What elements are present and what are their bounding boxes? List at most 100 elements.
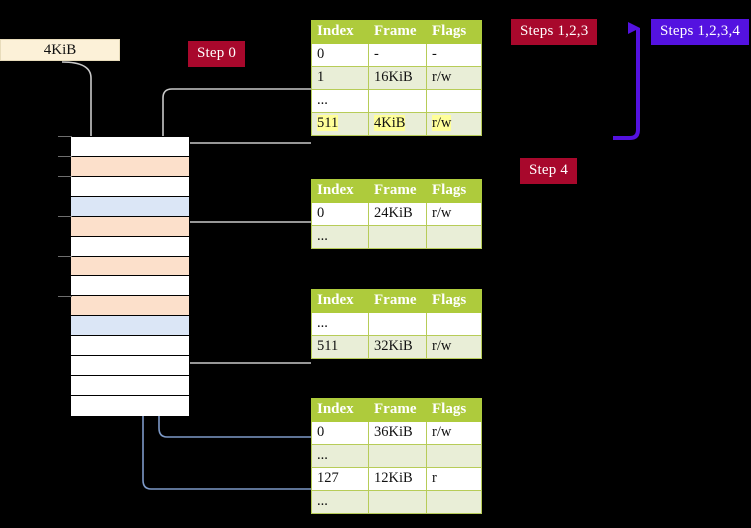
memory-frame-2 — [71, 176, 189, 197]
table-row: ... — [311, 89, 482, 113]
column-header-flags: Flags — [426, 20, 482, 44]
table-row: 0-- — [311, 43, 482, 67]
table-row: ... — [311, 490, 482, 514]
memory-tick — [58, 176, 72, 177]
column-header-index: Index — [311, 398, 369, 422]
cell-frame: 16KiB — [368, 66, 427, 90]
column-header-index: Index — [311, 179, 369, 203]
step0-badge: Step 0 — [188, 41, 246, 67]
memory-frame-3 — [71, 196, 189, 217]
cell-index: ... — [311, 89, 369, 113]
memory-tick — [58, 136, 72, 137]
memory-frame-5 — [71, 236, 189, 257]
cell-index: 127 — [311, 467, 369, 491]
steps1234-label: Steps 1,2,3,4 — [660, 23, 741, 39]
cell-flags — [426, 312, 482, 336]
memory-frame-8 — [71, 296, 189, 317]
cell-flags — [426, 444, 482, 468]
table-row: ... — [311, 312, 482, 336]
memory-frame-7 — [71, 276, 189, 297]
column-header-frame: Frame — [368, 20, 427, 44]
cell-index: 1 — [311, 66, 369, 90]
cell-frame: 12KiB — [368, 467, 427, 491]
column-header-frame: Frame — [368, 398, 427, 422]
memory-tick — [58, 296, 72, 297]
steps123-badge: Steps 1,2,3 — [511, 19, 598, 45]
cell-frame — [368, 444, 427, 468]
steps1234-badge: Steps 1,2,3,4 — [651, 19, 750, 45]
column-header-index: Index — [311, 20, 369, 44]
cell-frame — [368, 312, 427, 336]
cell-frame — [368, 490, 427, 514]
cell-frame — [368, 89, 427, 113]
memory-tick — [58, 216, 72, 217]
cell-frame: 32KiB — [368, 335, 427, 359]
cell-flags: r/w — [426, 202, 482, 226]
cell-index: 0 — [311, 43, 369, 67]
step4-label: Step 4 — [529, 162, 569, 178]
steps123-label: Steps 1,2,3 — [520, 23, 589, 39]
column-header-flags: Flags — [426, 398, 482, 422]
cell-flags — [426, 89, 482, 113]
cell-flags: r — [426, 467, 482, 491]
cell-index: 0 — [311, 421, 369, 445]
cell-frame: 4KiB — [368, 112, 427, 136]
physical-memory-column — [70, 136, 190, 416]
table-row: ... — [311, 444, 482, 468]
column-header-flags: Flags — [426, 179, 482, 203]
memory-frame-13 — [71, 395, 189, 416]
memory-frame-4 — [71, 216, 189, 237]
table-row: ... — [311, 225, 482, 249]
size-label-box: 4KiB — [0, 39, 120, 61]
memory-frame-1 — [71, 156, 189, 177]
cell-index: 511 — [311, 112, 369, 136]
cell-index: 0 — [311, 202, 369, 226]
cell-index: ... — [311, 312, 369, 336]
memory-frame-6 — [71, 256, 189, 277]
cell-flags: r/w — [426, 112, 482, 136]
cell-flags: r/w — [426, 421, 482, 445]
cell-index: ... — [311, 490, 369, 514]
column-header-index: Index — [311, 289, 369, 313]
cell-flags — [426, 490, 482, 514]
column-header-frame: Frame — [368, 179, 427, 203]
cell-index: ... — [311, 444, 369, 468]
memory-tick — [58, 256, 72, 257]
cell-frame: 36KiB — [368, 421, 427, 445]
memory-frame-9 — [71, 316, 189, 337]
cell-index: 511 — [311, 335, 369, 359]
wire-steps-return-arrow — [613, 22, 640, 140]
memory-frame-0 — [71, 137, 189, 157]
memory-frame-10 — [71, 336, 189, 357]
memory-frame-11 — [71, 356, 189, 377]
cell-frame: - — [368, 43, 427, 67]
cell-flags: r/w — [426, 66, 482, 90]
memory-tick — [58, 156, 72, 157]
cell-frame — [368, 225, 427, 249]
cell-flags: - — [426, 43, 482, 67]
cell-flags: r/w — [426, 335, 482, 359]
memory-frame-12 — [71, 376, 189, 396]
cell-index: ... — [311, 225, 369, 249]
cell-frame: 24KiB — [368, 202, 427, 226]
step0-label: Step 0 — [197, 45, 237, 61]
cell-flags — [426, 225, 482, 249]
step4-badge: Step 4 — [520, 158, 578, 184]
column-header-flags: Flags — [426, 289, 482, 313]
size-label-text: 4KiB — [43, 41, 77, 58]
